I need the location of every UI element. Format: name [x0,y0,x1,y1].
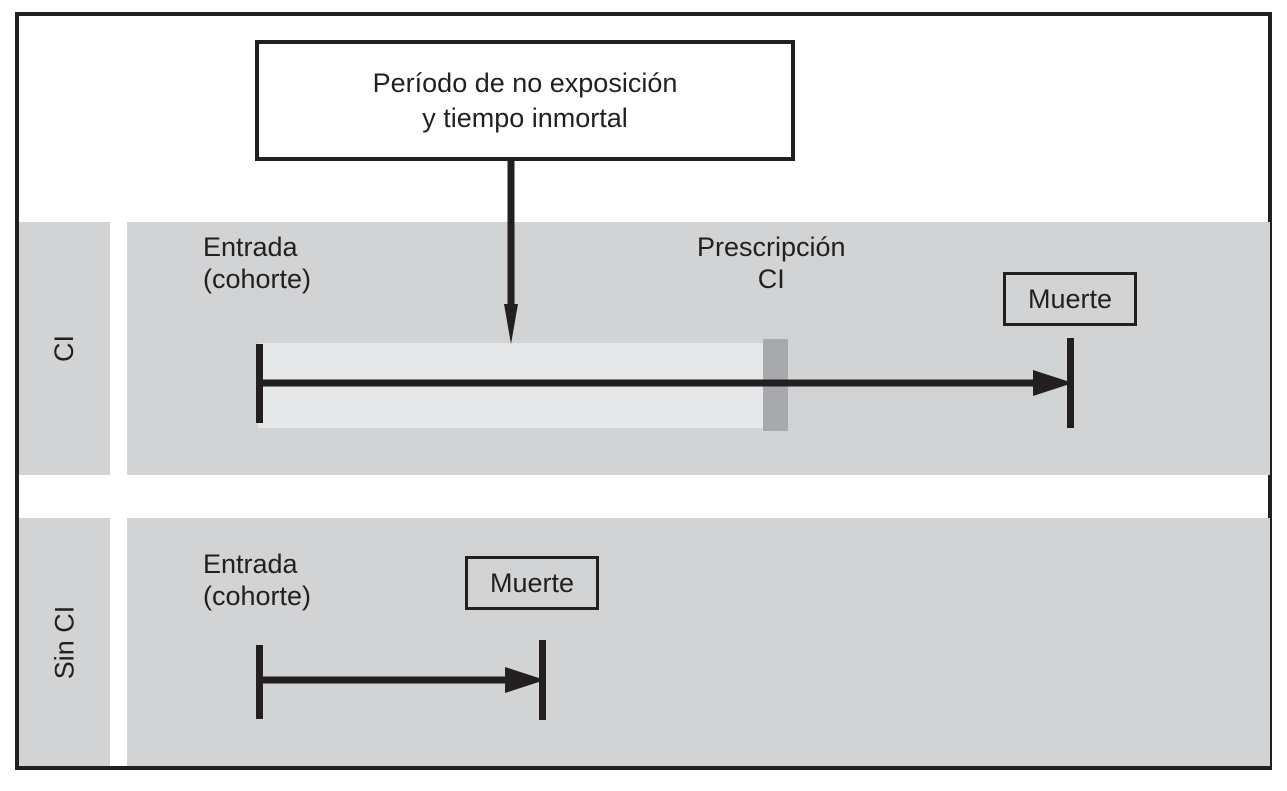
row-label-sin-ci: Sin CI [19,518,110,766]
row-label-sin-ci-text: Sin CI [49,605,79,679]
cohort-entry-label-ci: Entrada (cohorte) [203,232,312,295]
outer-frame [15,12,1272,770]
row-panel-sin-ci [127,518,1270,766]
timeline-arrow-sin-ci [258,667,545,693]
death-box-ci: Muerte [1003,272,1137,326]
callout-box: Período de no exposición y tiempo inmort… [255,40,795,161]
death-box-sin-ci: Muerte [465,556,599,610]
cohort-entry-label-sin-ci: Entrada (cohorte) [203,549,312,612]
timeline-arrow-ci [258,370,1073,396]
callout-text: Período de no exposición y tiempo inmort… [372,67,678,133]
row-label-ci-text: CI [49,335,79,362]
row-label-ci: CI [19,222,110,475]
callout-pointer-arrow [504,158,518,344]
prescription-label-ci: Prescripción CI [697,232,846,295]
